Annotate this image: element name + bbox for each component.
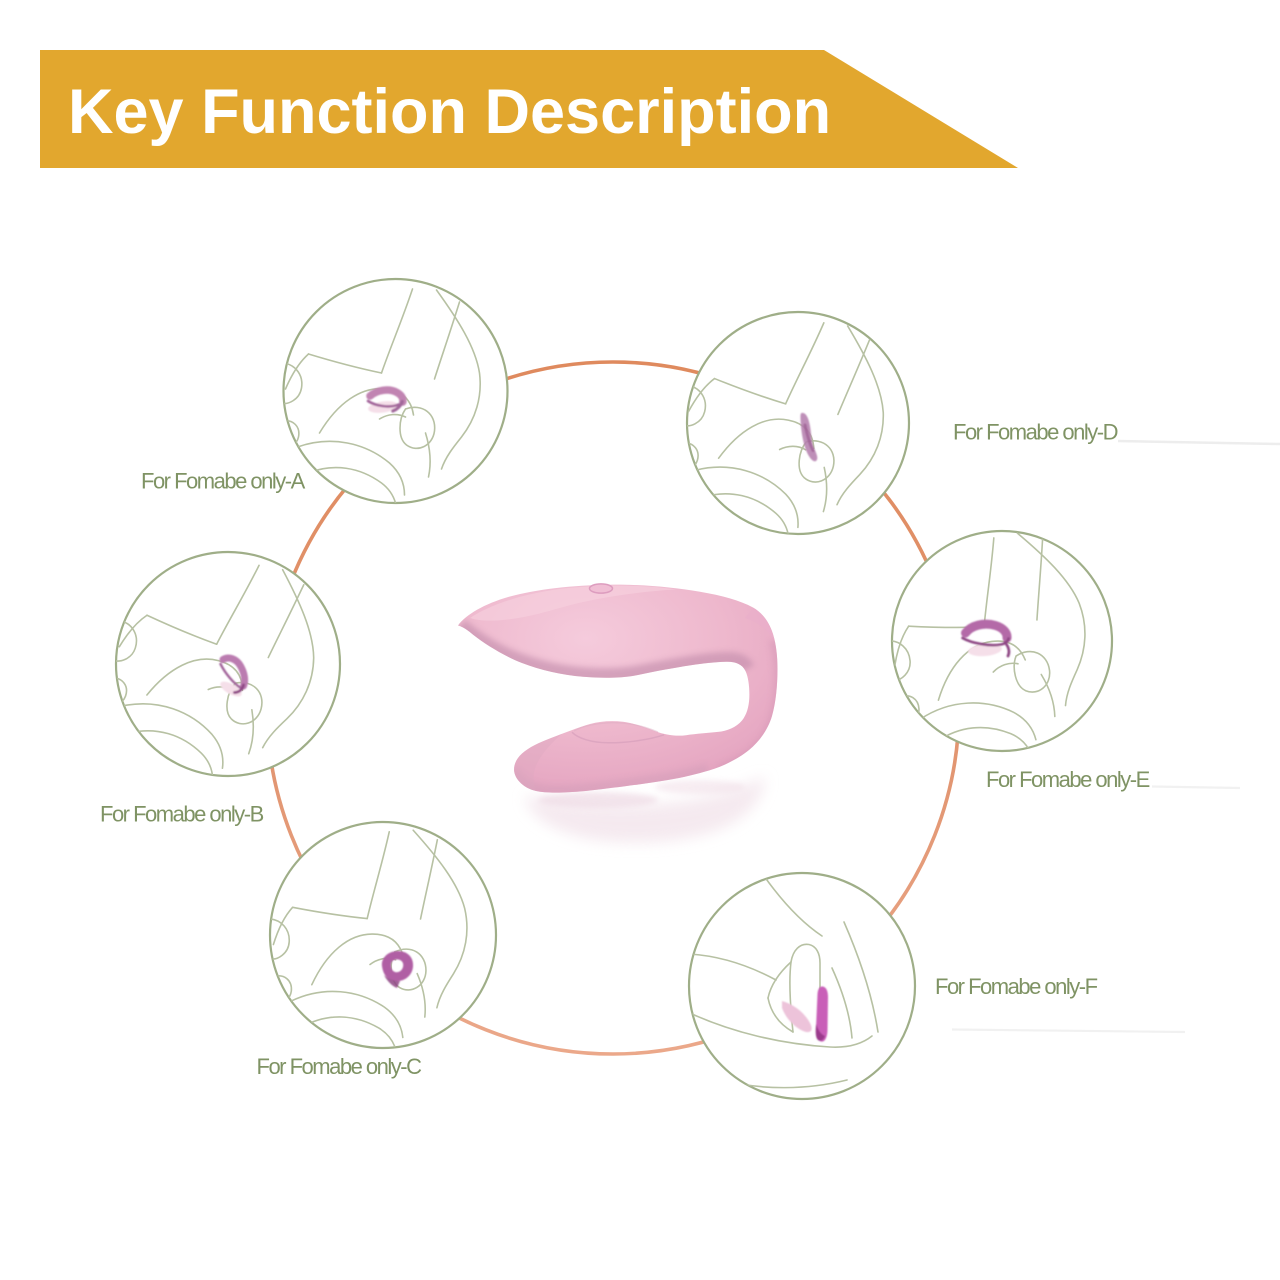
svg-text:For Fomabe only-A: For Fomabe only-A	[141, 469, 306, 494]
svg-text:For Fomabe only-D: For Fomabe only-D	[953, 419, 1118, 444]
svg-text:For Fomabe only-C: For Fomabe only-C	[257, 1054, 423, 1079]
svg-text:For Fomabe only-F: For Fomabe only-F	[935, 974, 1098, 999]
svg-text:For Fomabe only-B: For Fomabe only-B	[100, 802, 264, 827]
svg-text:For Fomabe only-E: For Fomabe only-E	[986, 767, 1150, 792]
svg-text:Key Function Description: Key Function Description	[68, 77, 831, 147]
